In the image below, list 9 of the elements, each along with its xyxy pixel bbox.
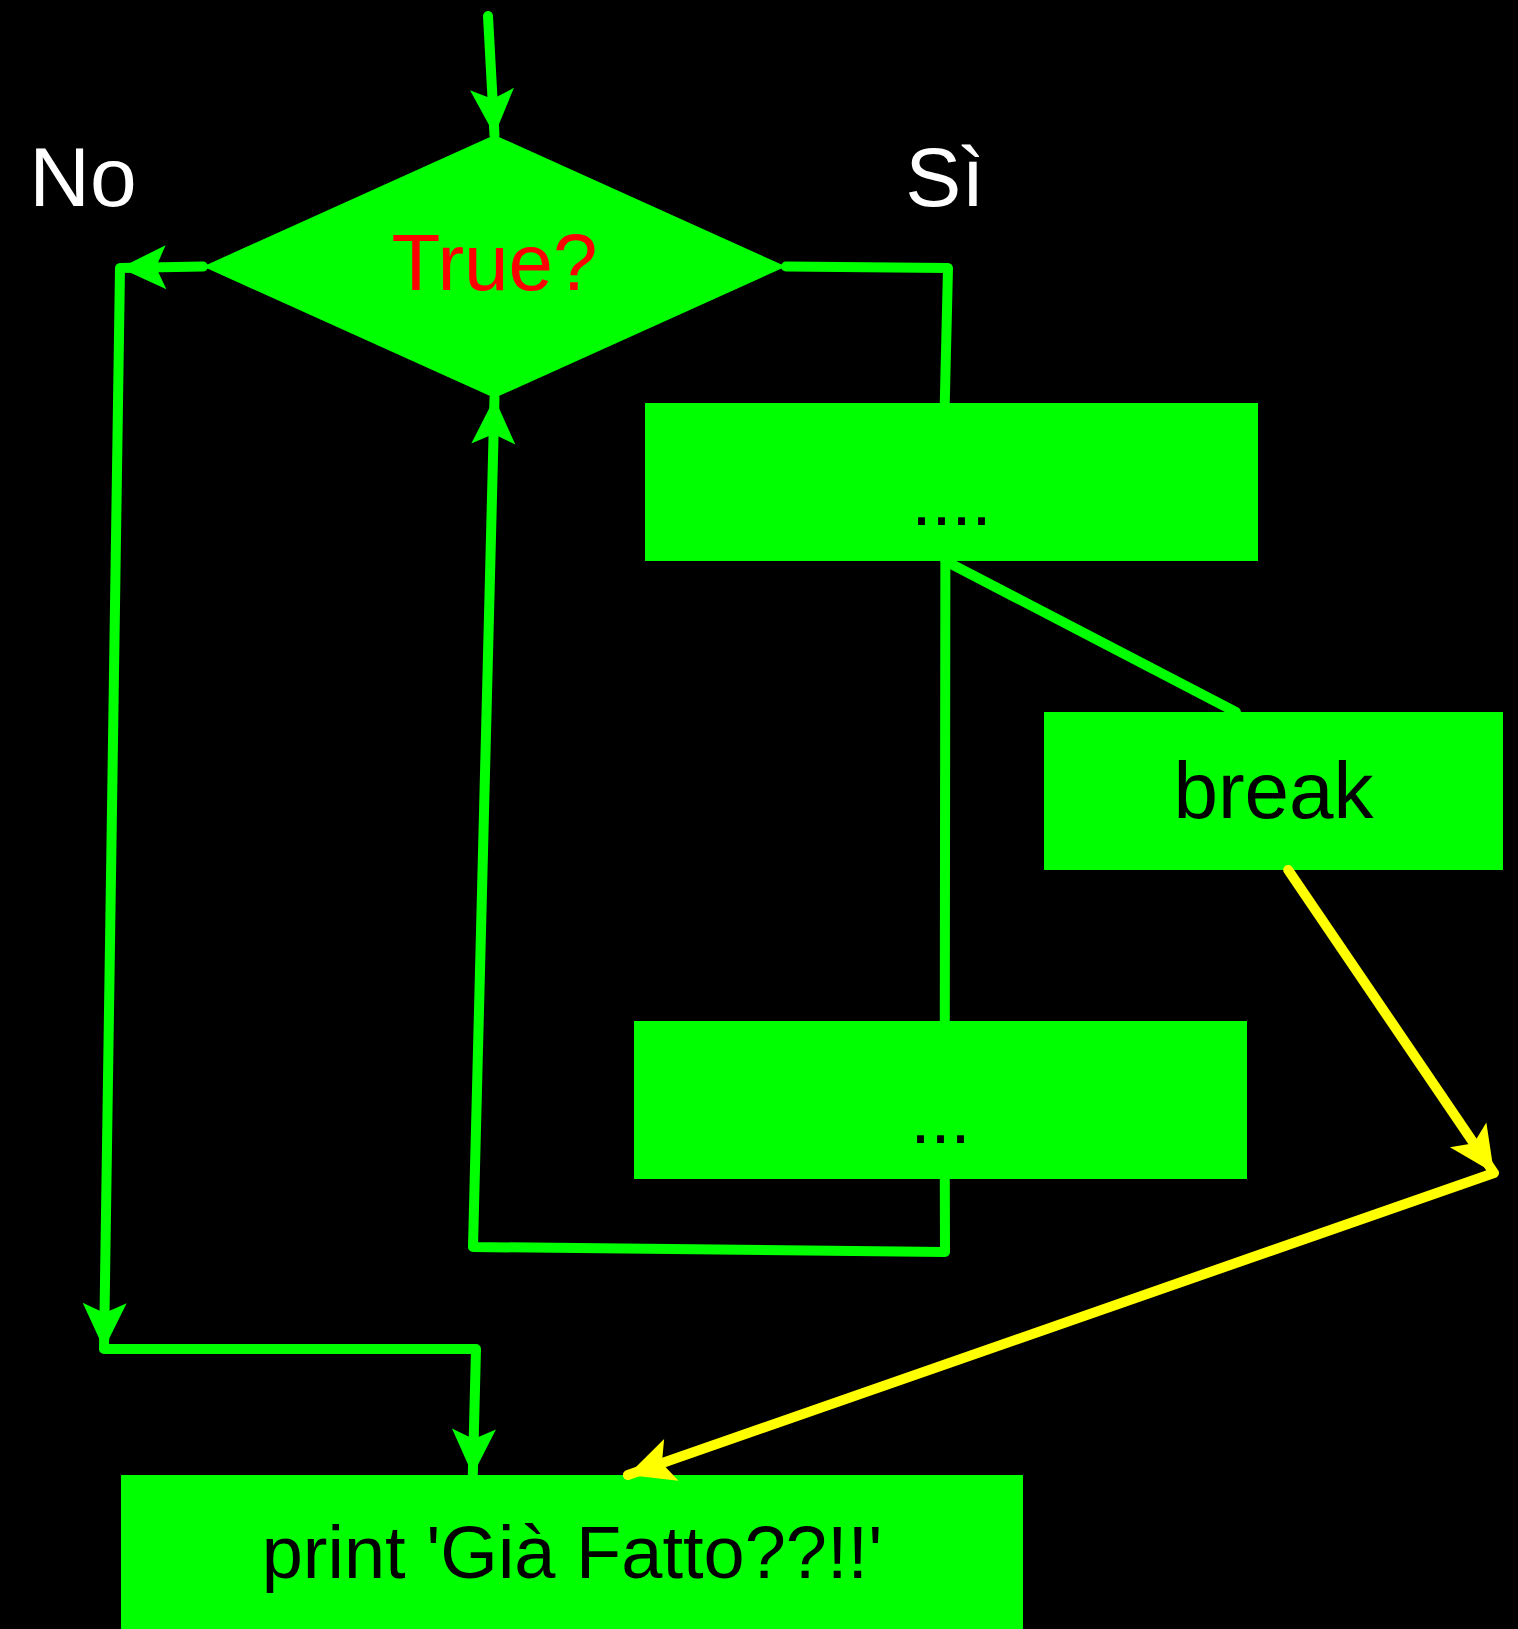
- node-label: ...: [910, 1077, 971, 1159]
- process-box: [634, 1021, 1247, 1179]
- node-label: print 'Già Fatto??!!': [261, 1509, 883, 1595]
- node-label: break: [1173, 745, 1374, 837]
- node-label: ....: [911, 459, 992, 541]
- process-box: [1044, 712, 1503, 870]
- process-box: [121, 1475, 1023, 1629]
- process-box: [645, 403, 1258, 561]
- node-label: True?: [391, 216, 598, 309]
